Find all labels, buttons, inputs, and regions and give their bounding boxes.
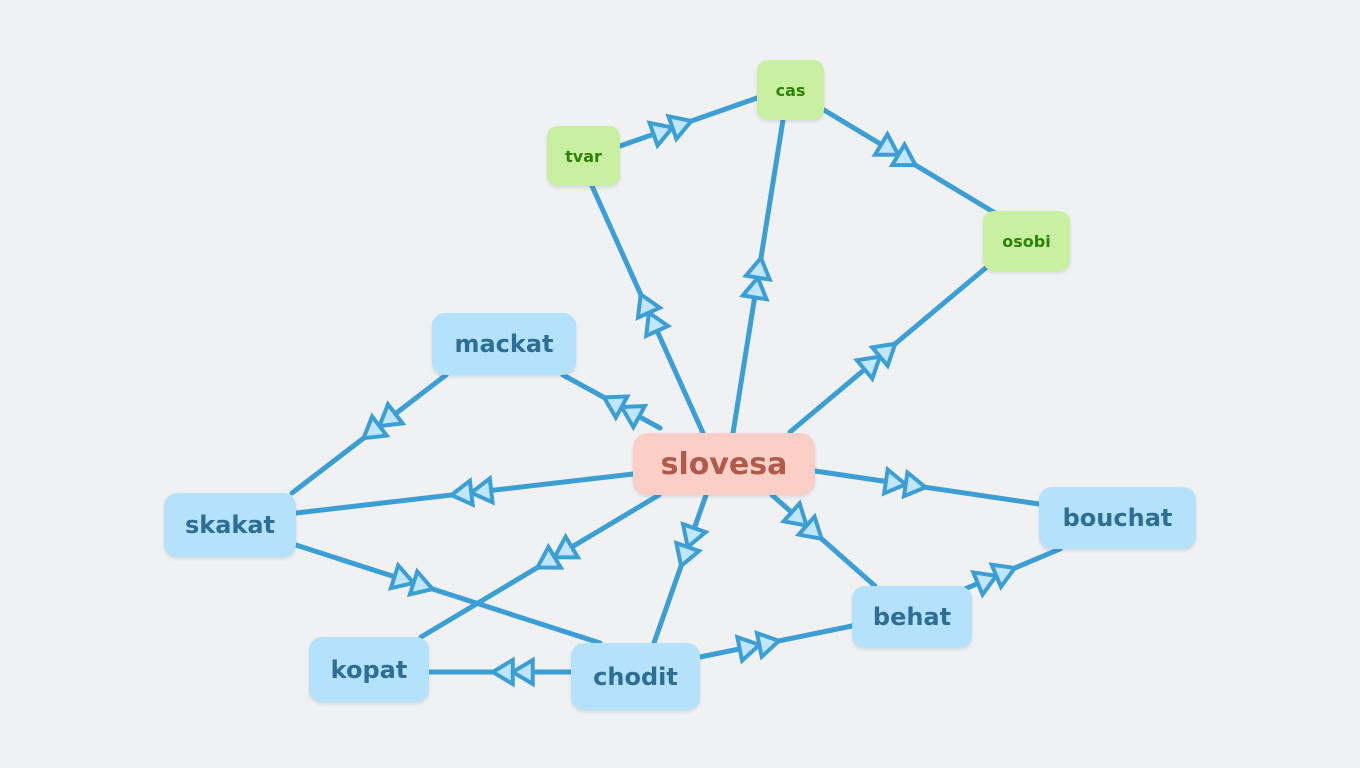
node-label: behat <box>872 603 952 631</box>
arrowhead-1 <box>853 354 883 383</box>
edge-skakat-to-chodit <box>293 542 603 646</box>
arrowhead-1 <box>467 474 495 506</box>
arrowhead-2 <box>988 562 1019 591</box>
edge-slovesa-to-cas <box>730 117 786 436</box>
node-label: bouchat <box>1062 504 1173 532</box>
edge-chodit-to-behat <box>697 623 855 665</box>
node-chodit[interactable]: chodit <box>571 643 700 710</box>
arrowhead-1 <box>387 561 418 591</box>
edge-line <box>293 542 603 646</box>
arrowhead-2 <box>488 656 515 688</box>
edge-slovesa-to-skakat <box>293 471 636 516</box>
node-tvar[interactable]: tvar <box>547 126 620 186</box>
arrowhead-1 <box>551 532 582 560</box>
edge-mackat-to-skakat <box>289 372 449 496</box>
node-label: cas <box>775 80 806 100</box>
edge-slovesa-to-behat <box>769 492 878 589</box>
edge-slovesa-to-chodit <box>651 492 710 646</box>
arrowhead-2 <box>754 630 783 661</box>
edge-slovesa-to-kopat <box>418 492 662 640</box>
edge-slovesa-to-mackat <box>560 372 663 432</box>
arrowhead-2 <box>742 254 773 283</box>
node-label: osobi <box>1002 231 1051 251</box>
node-label: mackat <box>454 330 554 358</box>
arrowhead-1 <box>779 499 810 529</box>
arrowhead-2 <box>360 412 391 441</box>
arrowhead-1 <box>871 130 902 157</box>
arrowhead-2 <box>794 512 825 542</box>
arrowhead-2 <box>635 290 664 321</box>
arrowhead-1 <box>680 521 710 551</box>
arrowhead-2 <box>901 468 930 500</box>
node-behat[interactable]: behat <box>852 586 972 648</box>
node-label: tvar <box>565 146 602 166</box>
edge-slovesa-to-bouchat <box>812 465 1042 507</box>
arrowhead-2 <box>600 394 631 422</box>
arrowhead-2 <box>447 477 476 508</box>
arrowhead-1 <box>881 465 910 497</box>
arrowhead-1 <box>508 656 535 688</box>
node-label: chodit <box>593 662 678 691</box>
edge-slovesa-to-tvar <box>589 183 706 436</box>
node-label: slovesa <box>660 446 788 482</box>
edge-cas-to-osobi <box>821 107 998 216</box>
node-label: kopat <box>330 655 408 684</box>
arrowhead-2 <box>868 341 899 370</box>
arrowhead-2 <box>534 542 565 570</box>
arrowhead-1 <box>643 309 673 340</box>
arrowhead-1 <box>970 569 1000 599</box>
node-slovesa[interactable]: slovesa <box>633 433 815 495</box>
arrowhead-2 <box>665 113 695 143</box>
arrowhead-2 <box>673 540 704 570</box>
node-kopat[interactable]: kopat <box>309 637 429 702</box>
node-cas[interactable]: cas <box>757 60 824 120</box>
edge-chodit-to-kopat <box>426 656 574 688</box>
arrowhead-1 <box>646 120 677 150</box>
arrowhead-1 <box>734 634 764 665</box>
edge-behat-to-bouchat <box>957 546 1063 599</box>
node-mackat[interactable]: mackat <box>432 313 576 375</box>
arrowhead-1 <box>739 273 770 302</box>
edge-slovesa-to-osobi <box>787 263 991 435</box>
arrowhead-2 <box>406 567 437 598</box>
edge-tvar-to-cas <box>617 95 760 150</box>
node-skakat[interactable]: skakat <box>164 493 296 557</box>
node-osobi[interactable]: osobi <box>983 211 1070 271</box>
arrowhead-1 <box>376 400 407 429</box>
node-label: skakat <box>184 511 276 539</box>
node-bouchat[interactable]: bouchat <box>1039 487 1196 549</box>
arrowhead-2 <box>888 140 919 168</box>
arrowhead-1 <box>618 403 649 432</box>
